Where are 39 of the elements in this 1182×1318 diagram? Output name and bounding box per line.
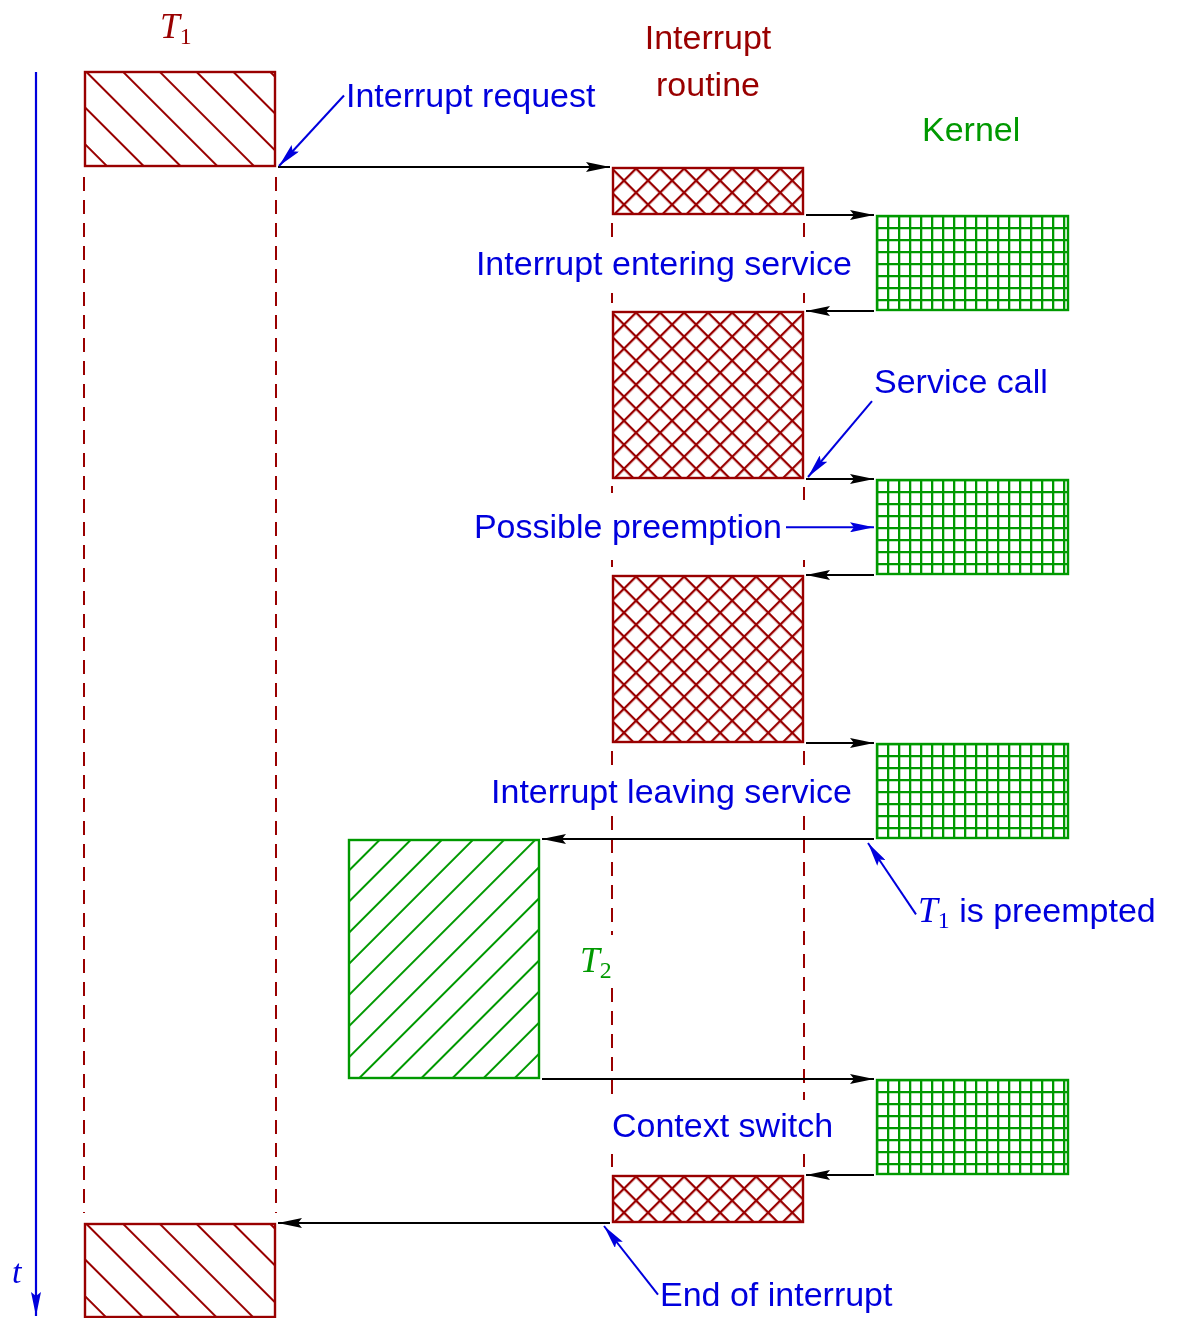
grid-block	[876, 743, 1069, 839]
callout-text: T$_{1}$ is preempted	[918, 890, 1156, 935]
arrow	[806, 210, 874, 220]
leader-arrow	[278, 94, 345, 167]
arrow	[278, 162, 610, 172]
phase-label: Interrupt leaving service	[491, 772, 852, 812]
hatched-block	[84, 71, 276, 167]
leader-arrow	[867, 842, 917, 916]
arrow	[806, 1170, 874, 1180]
column-heading: Interrupt routine	[643, 17, 773, 105]
arrow	[806, 306, 874, 316]
grid-block	[876, 1079, 1069, 1175]
arrow	[806, 474, 874, 484]
leader-arrow	[603, 1225, 659, 1296]
axis-label: t	[12, 1252, 22, 1292]
leader-arrow	[785, 522, 875, 533]
arrow	[806, 570, 874, 580]
task-label: T$_{1}$	[160, 6, 192, 51]
grid-block	[876, 479, 1069, 575]
hatched-block	[84, 1223, 276, 1318]
grid-block	[876, 215, 1069, 311]
phase-label: Interrupt entering service	[475, 244, 852, 284]
callout-text: Interrupt request	[346, 76, 596, 116]
callout-text: Service call	[874, 362, 1048, 402]
crosshatched-block	[612, 167, 804, 215]
crosshatched-block	[612, 575, 804, 743]
crosshatched-block	[612, 311, 804, 479]
leader-arrow	[807, 400, 873, 478]
task-label: T$_{2}$	[580, 940, 612, 985]
arrow	[806, 738, 874, 748]
hatched-block	[348, 839, 540, 1079]
phase-label: Context switch	[612, 1106, 834, 1146]
arrow	[542, 834, 874, 844]
arrow	[278, 1218, 610, 1228]
callout-text: End of interrupt	[660, 1275, 893, 1315]
crosshatched-block	[612, 1175, 804, 1223]
callout-text: Possible preemption	[473, 507, 782, 547]
column-heading: Kernel	[922, 110, 1021, 150]
arrow	[542, 1074, 874, 1084]
